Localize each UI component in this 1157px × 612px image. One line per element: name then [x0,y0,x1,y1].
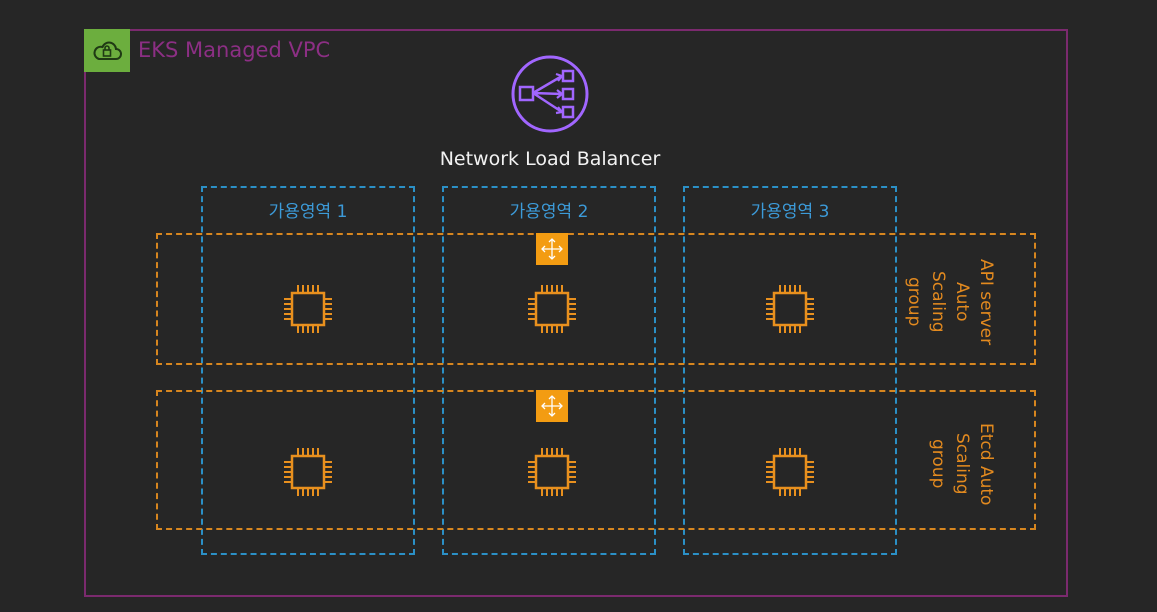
ec2-instance-chip-icon [526,446,578,498]
az-label-1: 가용영역 1 [268,202,348,222]
api-server-asg [156,233,1036,365]
vpc-title: EKS Managed VPC [138,38,331,62]
cloud-lock-icon [84,29,130,72]
ec2-instance-chip-icon [764,283,816,335]
availability-zone-2 [442,186,656,555]
ec2-instance-chip-icon [526,283,578,335]
az-label-3: 가용영역 3 [750,202,830,222]
vpc-boundary [84,29,1068,597]
availability-zone-1 [201,186,415,555]
az-label-2: 가용영역 2 [509,202,589,222]
ec2-instance-chip-icon [282,283,334,335]
router-icon [536,390,568,422]
router-icon [536,233,568,265]
nlb-label: Network Load Balancer [439,148,661,170]
api-server-asg-label: API server Auto Scaling group [904,258,996,346]
etcd-asg [156,390,1036,530]
ec2-instance-chip-icon [282,446,334,498]
ec2-instance-chip-icon [764,446,816,498]
availability-zone-3 [683,186,897,555]
etcd-asg-label: Etcd Auto Scaling group [928,422,996,506]
network-load-balancer-icon [511,55,589,133]
